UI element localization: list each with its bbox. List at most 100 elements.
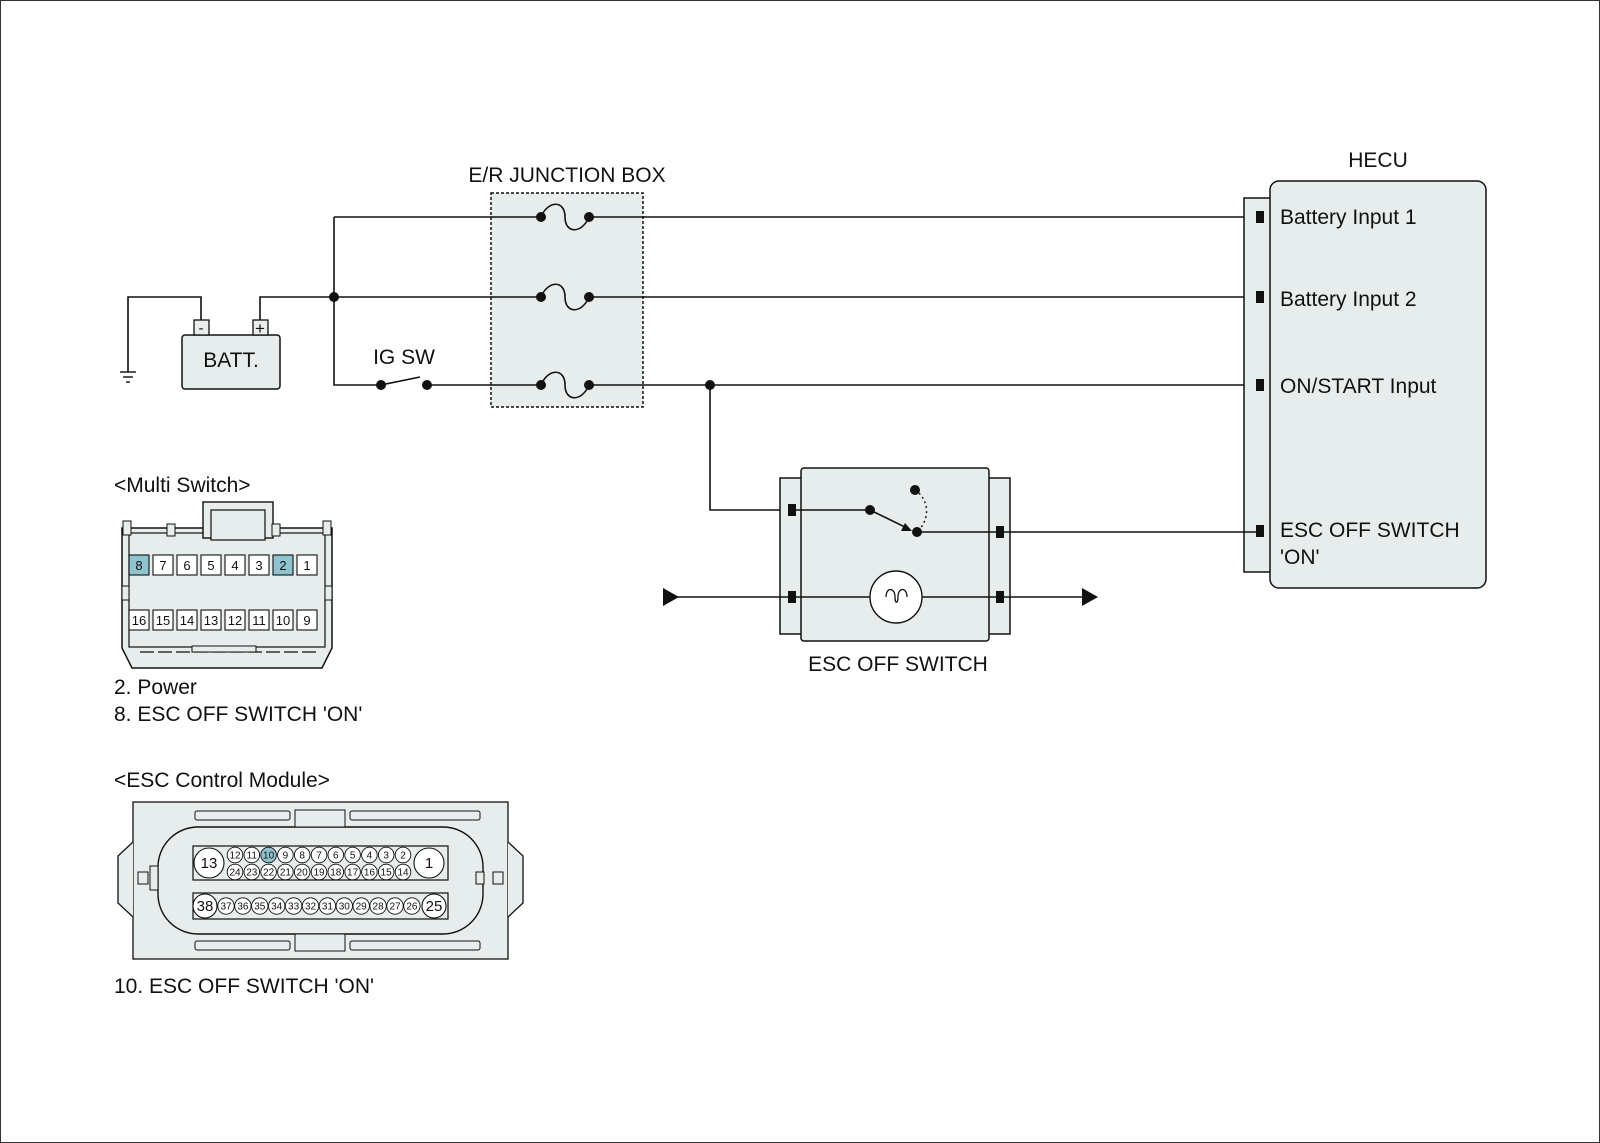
multi-switch-pin-label-7: 7 xyxy=(159,558,166,573)
esc-module-title: <ESC Control Module> xyxy=(114,769,330,792)
esc-module-pin-15 xyxy=(377,863,395,881)
esc-module-pin-18 xyxy=(327,863,345,881)
ignition-switch: IG SW xyxy=(373,346,435,390)
esc-module-pin-31-label: 31 xyxy=(322,902,334,913)
esc-module-pin-3 xyxy=(377,846,395,864)
esc-module-pin-7 xyxy=(310,846,328,864)
multi-switch-pin-1 xyxy=(296,554,318,576)
multi-switch-pin-label-5: 5 xyxy=(207,558,214,573)
esc-module-pin-24-label: 24 xyxy=(229,868,241,879)
esc-module-pin-19-label: 19 xyxy=(313,868,325,879)
multi-switch-pin-4 xyxy=(224,554,246,576)
esc-module-pin-11 xyxy=(243,846,261,864)
esc-module-pin-1-label: 1 xyxy=(425,855,433,872)
esc-module-pin-2-label: 2 xyxy=(400,851,406,862)
esc-module-pin-1 xyxy=(413,847,445,879)
esc-module-pin-7-label: 7 xyxy=(316,851,322,862)
hecu-on-start-input: ON/START Input xyxy=(1280,375,1437,398)
multi-switch-title: <Multi Switch> xyxy=(114,474,251,497)
esc-module-pin-23 xyxy=(243,863,261,881)
multi-switch-pin-5 xyxy=(200,554,222,576)
esc-module-pin-20 xyxy=(293,863,311,881)
esc-module-pin-28-label: 28 xyxy=(373,902,385,913)
esc-off-switch-label: ESC OFF SWITCH xyxy=(808,653,988,676)
esc-module-pin-13 xyxy=(193,847,225,879)
multi-switch-pin-label-16: 16 xyxy=(132,613,146,628)
esc-module-pin-31 xyxy=(318,897,337,915)
multi-switch-pin-label-4: 4 xyxy=(231,558,238,573)
esc-module-pin-21 xyxy=(277,863,294,881)
esc-module-pin-8-label: 8 xyxy=(299,851,305,862)
multi-switch-pin-9 xyxy=(296,609,318,631)
esc-module-pin-35 xyxy=(251,897,269,915)
battery-minus: - xyxy=(199,320,204,337)
multi-switch-pin-label-10: 10 xyxy=(276,613,290,628)
esc-module-pin-14-label: 14 xyxy=(397,868,409,879)
multi-switch-note-esc: 8. ESC OFF SWITCH 'ON' xyxy=(114,703,362,726)
hecu-esc-off-switch-input: ESC OFF SWITCH xyxy=(1280,519,1460,542)
esc-module-pin-38 xyxy=(192,893,218,919)
esc-off-switch: ESC OFF SWITCH xyxy=(779,467,1011,676)
esc-module-pin-16-label: 16 xyxy=(364,868,376,879)
multi-switch-pin-3 xyxy=(248,554,270,576)
multi-switch-pin-label-2: 2 xyxy=(279,558,286,573)
esc-module-pin-23-label: 23 xyxy=(246,868,258,879)
fuse-2 xyxy=(536,283,594,311)
multi-switch-pin-label-3: 3 xyxy=(255,558,262,573)
esc-switch-feed-wire xyxy=(709,385,792,511)
esc-module-pin-30-label: 30 xyxy=(339,902,351,913)
junction-box: E/R JUNCTION BOX xyxy=(468,164,666,408)
multi-switch-pin-label-9: 9 xyxy=(303,613,310,628)
esc-module-pin-6 xyxy=(327,846,345,864)
esc-module-pin-26 xyxy=(403,897,421,915)
multi-switch-pin-10 xyxy=(272,609,294,631)
esc-module-pin-14 xyxy=(394,863,412,881)
ig-sw-label: IG SW xyxy=(373,346,435,369)
battery: - + BATT. xyxy=(181,319,281,390)
esc-module-pin-20-label: 20 xyxy=(297,868,309,879)
esc-module-pin-25 xyxy=(421,893,447,919)
junction-box-label: E/R JUNCTION BOX xyxy=(468,164,665,187)
esc-module-pin-26-label: 26 xyxy=(406,902,418,913)
esc-module-pin-10 xyxy=(260,846,277,864)
esc-module-pin-6-label: 6 xyxy=(333,851,339,862)
esc-module-pin-8 xyxy=(293,846,311,864)
multi-switch-pin-label-14: 14 xyxy=(180,613,194,628)
multi-switch-pin-16 xyxy=(128,609,150,631)
esc-module-pin-18-label: 18 xyxy=(330,868,342,879)
hecu-module: HECU Battery Input 1 Battery Input 2 ON/… xyxy=(1243,149,1487,589)
multi-switch-pin-12 xyxy=(224,609,246,631)
esc-module-pin-32 xyxy=(301,897,320,915)
multi-switch-pin-2 xyxy=(272,554,294,576)
esc-module-pin-22 xyxy=(260,863,277,881)
multi-switch-pin-label-8: 8 xyxy=(135,558,142,573)
esc-module-pin-2 xyxy=(394,846,412,864)
multi-switch-pin-label-12: 12 xyxy=(228,613,242,628)
esc-module-pin-30 xyxy=(335,897,353,915)
esc-module-pin-5-label: 5 xyxy=(350,851,356,862)
battery-plus: + xyxy=(255,319,265,338)
esc-module-pin-37 xyxy=(217,897,235,915)
esc-module-pin-29 xyxy=(352,897,370,915)
esc-module-pin-21-label: 21 xyxy=(280,868,292,879)
esc-module-pin-28 xyxy=(369,897,387,915)
esc-module-pin-36-label: 36 xyxy=(237,902,249,913)
battery-label: BATT. xyxy=(203,349,259,372)
esc-module-pin-36 xyxy=(234,897,252,915)
esc-module-pin-34-label: 34 xyxy=(271,902,283,913)
battery-positive-wire xyxy=(259,296,334,320)
ground-symbol xyxy=(120,296,202,383)
multi-switch-pin-7 xyxy=(152,554,174,576)
multi-switch-pin-label-11: 11 xyxy=(252,613,266,628)
esc-module-pin-19 xyxy=(310,863,328,881)
multi-switch-note-power: 2. Power xyxy=(114,676,197,699)
esc-module-note: 10. ESC OFF SWITCH 'ON' xyxy=(114,975,374,998)
esc-module-pin-9 xyxy=(277,846,294,864)
esc-module-pin-34 xyxy=(268,897,286,915)
esc-module-pin-12-label: 12 xyxy=(229,851,241,862)
esc-module-pin-32-label: 32 xyxy=(305,902,317,913)
esc-module-pin-3-label: 3 xyxy=(383,851,389,862)
multi-switch-pin-13 xyxy=(200,609,222,631)
